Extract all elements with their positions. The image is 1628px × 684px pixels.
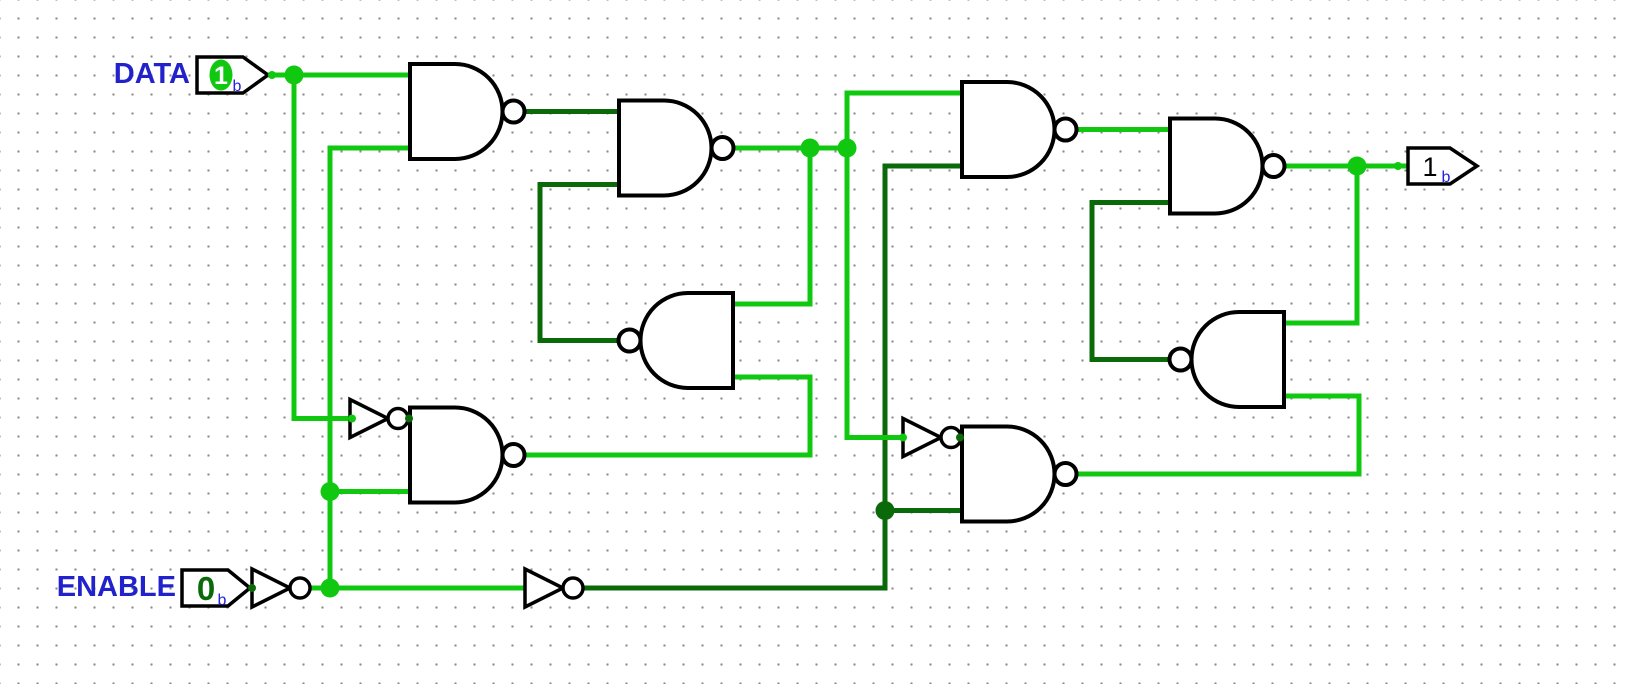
wire-nand8-out-feedback xyxy=(1089,200,1170,362)
wire-junction-dot xyxy=(837,138,857,158)
wire-junction-dot xyxy=(320,578,340,598)
wire-nand8-top-in xyxy=(1284,166,1360,326)
nand-4[interactable] xyxy=(638,291,735,390)
connection-dot xyxy=(1394,162,1402,170)
data-input-pin-base-subscript: b xyxy=(233,78,242,95)
wire-junction-dot xyxy=(320,482,340,501)
output-pin-base-subscript: b xyxy=(1442,169,1451,186)
nand-7-bubble-icon xyxy=(1260,153,1287,179)
nand-8-bubble-icon xyxy=(1167,346,1194,373)
data-input-pin-value-badge xyxy=(209,59,233,91)
nand-2-bubble-icon xyxy=(709,135,736,161)
nand-1-bubble-icon xyxy=(500,98,527,125)
wire-junction-dot xyxy=(875,501,895,520)
output-pin xyxy=(1406,146,1481,186)
connection-dot xyxy=(268,71,276,79)
connection-dot xyxy=(348,414,356,423)
wire-slave-inv-in xyxy=(844,148,903,440)
data-input-pin-value: 1 xyxy=(214,62,228,90)
nand-2[interactable] xyxy=(617,98,714,198)
data-input-label: DATA xyxy=(113,58,190,90)
nand-3-bubble-icon xyxy=(500,442,527,468)
nand-7[interactable] xyxy=(1168,116,1265,216)
output-pin-value: 1 xyxy=(1422,152,1437,182)
nand-3[interactable] xyxy=(408,405,505,505)
wire-inv2-out-long xyxy=(584,163,962,591)
wire-nand5-top-in xyxy=(844,90,962,148)
wire-junction-dot xyxy=(1347,156,1367,176)
not-enable-2-bubble-icon xyxy=(561,576,585,600)
connection-dot xyxy=(899,433,907,442)
enable-input-label: ENABLE xyxy=(56,571,176,603)
enable-input-pin[interactable] xyxy=(180,568,253,608)
connection-dot xyxy=(248,584,256,592)
nand-5[interactable] xyxy=(960,80,1057,179)
not-slave[interactable] xyxy=(901,415,945,460)
wire-nand6-to-nand8 xyxy=(1076,393,1362,477)
wire-enable-inv-branch xyxy=(327,145,410,588)
nand-1[interactable] xyxy=(408,62,505,161)
wire-data-branch-down xyxy=(291,75,350,421)
nand-4-bubble-icon xyxy=(616,327,643,354)
enable-input-pin-value: 0 xyxy=(197,570,215,607)
nand-6[interactable] xyxy=(960,424,1057,524)
not-enable-1-bubble-icon xyxy=(288,576,312,600)
wire-nand4-out-feedback xyxy=(537,182,619,343)
nand-5-bubble-icon xyxy=(1052,116,1079,143)
wire-nand4-top-in xyxy=(733,148,813,307)
wire-nand3-out xyxy=(524,374,813,458)
wire-junction-dot xyxy=(800,138,820,158)
connection-dot xyxy=(405,414,413,423)
wire-junction-dot xyxy=(284,65,304,85)
not-enable-2[interactable] xyxy=(523,566,567,610)
connection-dot xyxy=(956,433,964,442)
enable-input-pin-base-subscript: b xyxy=(218,592,227,609)
nand-6-bubble-icon xyxy=(1052,461,1079,487)
not-enable-1[interactable] xyxy=(250,566,294,610)
nand-8[interactable] xyxy=(1189,310,1286,409)
